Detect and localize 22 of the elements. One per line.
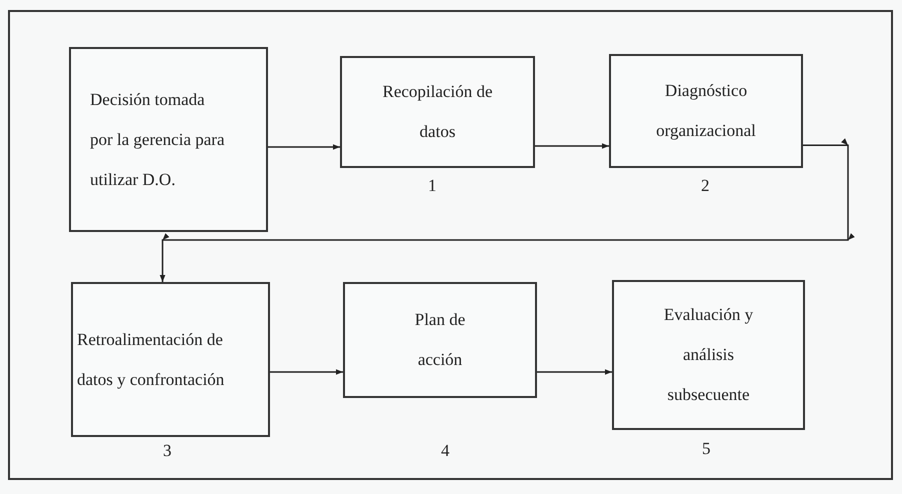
step-label: Diagnóstico organizacional xyxy=(655,80,757,142)
arrow xyxy=(160,138,855,282)
process-box xyxy=(612,280,805,430)
arrow xyxy=(268,144,340,150)
step-number: 5 xyxy=(702,439,710,459)
step-number: 2 xyxy=(701,176,710,196)
step-number: 3 xyxy=(163,441,172,461)
arrow xyxy=(270,369,343,375)
step-label: Evaluación y análisis subsecuente xyxy=(662,304,754,406)
step-label: Retroalimentación de datos y confrontación xyxy=(77,328,226,391)
step-label: Decisión tomada por la gerencia para utilizar D.O. xyxy=(90,88,226,190)
process-box xyxy=(609,54,803,168)
process-box xyxy=(71,282,270,437)
arrow xyxy=(537,369,612,375)
process-box xyxy=(343,282,537,398)
process-box xyxy=(69,47,268,232)
process-box xyxy=(340,56,535,168)
step-number: 1 xyxy=(428,176,436,196)
arrow xyxy=(535,143,609,149)
step-number: 4 xyxy=(441,441,450,461)
step-label: Plan de acción xyxy=(414,309,466,371)
step-label: Recopilación de datos xyxy=(382,81,492,143)
